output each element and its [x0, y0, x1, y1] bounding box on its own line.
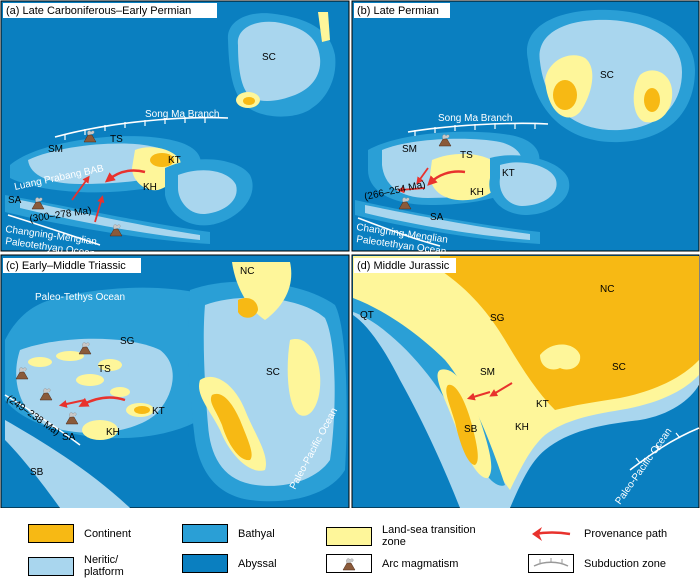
neritic-swatch [28, 556, 74, 576]
svg-text:SC: SC [612, 362, 626, 373]
panel-d-title: (d) Middle Jurassic [357, 260, 450, 272]
abyssal-swatch [182, 554, 228, 573]
svg-text:SM: SM [48, 144, 63, 155]
svg-text:KH: KH [106, 427, 120, 438]
svg-text:SM: SM [402, 144, 417, 155]
svg-text:KT: KT [502, 168, 515, 179]
panel-c-title: (c) Early–Middle Triassic [6, 260, 126, 272]
transition-swatch [326, 526, 372, 546]
svg-text:SB: SB [464, 424, 478, 435]
legend-subduction: Subduction zone [528, 554, 666, 573]
svg-text:NC: NC [240, 266, 254, 277]
bathyal-swatch [182, 524, 228, 543]
svg-text:KH: KH [470, 187, 484, 198]
svg-text:TS: TS [110, 134, 123, 145]
volcano-icon [326, 554, 372, 573]
svg-text:SC: SC [262, 52, 276, 63]
continent-swatch [28, 524, 74, 543]
legend-bathyal: Bathyal [182, 524, 275, 543]
subduction-zone-icon [528, 554, 574, 573]
svg-text:SG: SG [490, 313, 505, 324]
svg-text:SA: SA [62, 432, 76, 443]
panel-b-title: (b) Late Permian [357, 5, 439, 17]
svg-text:SC: SC [600, 70, 614, 81]
svg-text:Song Ma Branch: Song Ma Branch [145, 109, 220, 120]
svg-text:SG: SG [120, 336, 135, 347]
legend-provenance: Provenance path [528, 524, 667, 543]
panel-a-title: (a) Late Carboniferous–Early Permian [6, 5, 191, 17]
svg-text:TS: TS [98, 364, 111, 375]
legend-transition: Land-sea transition zone [326, 524, 476, 548]
legend-neritic: Neritic/ platform [28, 554, 124, 578]
panel-d: (d) Middle Jurassic QT SG NC SM KT KH SB… [351, 254, 700, 508]
svg-text:KH: KH [143, 182, 157, 193]
legend: Continent Bathyal Land-sea transition zo… [0, 508, 700, 582]
paleogeography-maps: (a) Late Carboniferous–Early Permian SC … [0, 0, 700, 508]
svg-text:Song Ma Branch: Song Ma Branch [438, 113, 513, 124]
svg-text:TS: TS [460, 150, 473, 161]
legend-arc: Arc magmatism [326, 554, 458, 573]
svg-text:SB: SB [30, 467, 44, 478]
panel-b: (b) Late Permian SC Song Ma Branch SM TS… [351, 0, 700, 258]
panel-c: (c) Early–Middle Triassic NC Paleo-Tethy… [0, 254, 350, 508]
svg-text:NC: NC [600, 284, 614, 295]
svg-text:KT: KT [536, 399, 549, 410]
legend-continent: Continent [28, 524, 131, 543]
svg-text:SC: SC [266, 367, 280, 378]
svg-text:SM: SM [480, 367, 495, 378]
svg-text:QT: QT [360, 310, 374, 321]
legend-abyssal: Abyssal [182, 554, 277, 573]
svg-text:KT: KT [168, 155, 181, 166]
svg-text:SA: SA [8, 195, 22, 206]
svg-text:SA: SA [430, 212, 444, 223]
svg-text:Paleo-Tethys Ocean: Paleo-Tethys Ocean [35, 292, 125, 303]
panel-a: (a) Late Carboniferous–Early Permian SC … [0, 0, 350, 260]
provenance-arrow-icon [532, 527, 571, 541]
svg-text:KT: KT [152, 406, 165, 417]
svg-text:KH: KH [515, 422, 529, 433]
